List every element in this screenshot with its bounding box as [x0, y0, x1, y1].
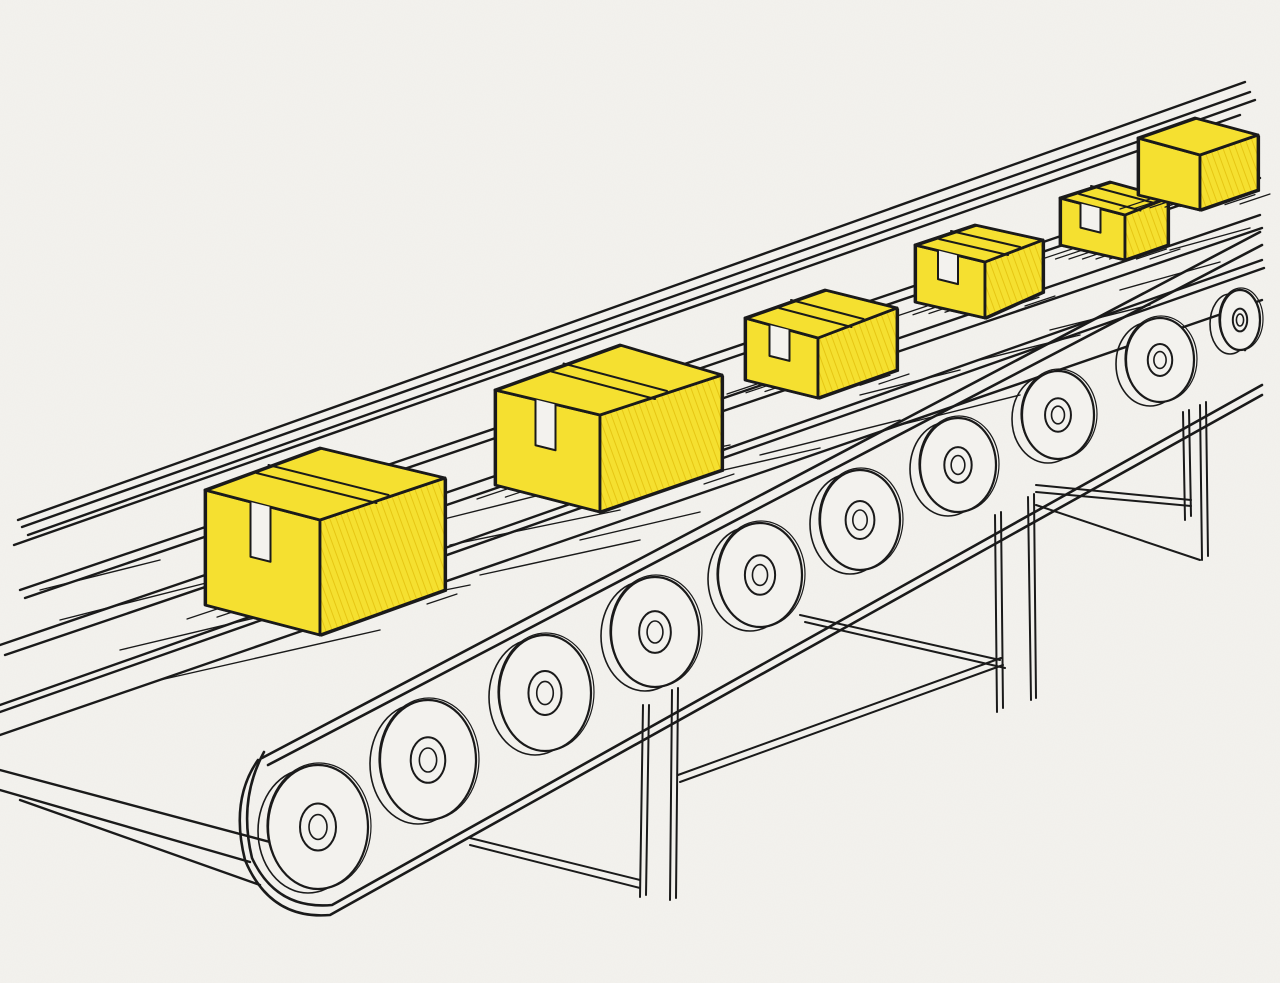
cardboard-box: [1119, 116, 1271, 212]
box-tape: [1078, 185, 1154, 234]
roller: [909, 415, 1000, 517]
roller: [369, 697, 480, 825]
roller: [600, 574, 703, 692]
box-tape: [937, 230, 1021, 286]
boxes: [186, 116, 1271, 637]
cardboard-box: [476, 343, 735, 514]
box-tape: [534, 362, 668, 452]
roller: [1011, 368, 1098, 464]
roller: [488, 632, 595, 756]
support-frame: [469, 401, 1209, 901]
roller: [809, 467, 904, 575]
cardboard-box: [186, 446, 458, 637]
cardboard-box: [1041, 180, 1181, 262]
roller: [257, 762, 372, 894]
box-top-face: [743, 288, 899, 340]
rollers: [257, 287, 1264, 894]
cardboard-box: [896, 223, 1056, 320]
roller: [1209, 287, 1264, 355]
box-top-face: [203, 446, 447, 522]
box-tape: [768, 299, 865, 362]
box-tape: [249, 464, 390, 563]
belt-loop: [238, 230, 1264, 917]
cardboard-box: [726, 288, 910, 400]
roller: [707, 520, 806, 632]
roller: [1115, 315, 1198, 407]
